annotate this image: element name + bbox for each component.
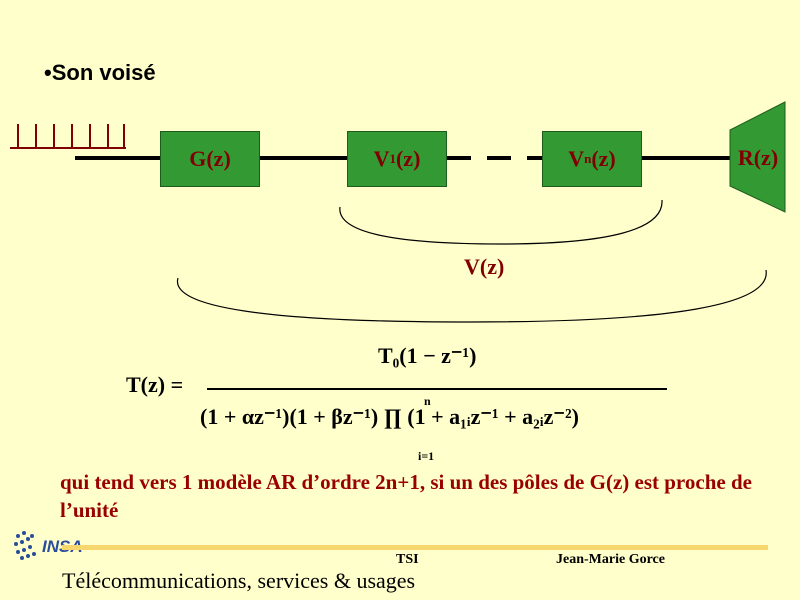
footer-course: TSI xyxy=(396,552,419,567)
v1-label-tail: (z) xyxy=(395,146,421,171)
conclusion-text: qui tend vers 1 modèle AR d’ordre 2n+1, … xyxy=(60,470,752,522)
r-label: R(z) xyxy=(737,145,779,170)
v1-label-sub: 1 xyxy=(389,151,396,166)
v-bracket-inner xyxy=(339,199,663,245)
formula-denominator: (1 + αz⁻¹)(1 + βz⁻¹) ∏ (1 + a₁ᵢz⁻¹ + a₂ᵢ… xyxy=(200,404,579,429)
footer-subtitle: Télécommunications, services & usages xyxy=(62,568,416,593)
formula-lhs: T(z) = xyxy=(126,372,184,397)
footer-rule xyxy=(62,545,768,550)
formula-numerator: T₀(1 − z⁻¹) xyxy=(378,343,477,368)
vn-label-tail: (z) xyxy=(591,146,616,171)
v-label: V(z) xyxy=(464,254,505,279)
g-label: G(z) xyxy=(189,146,231,171)
footer-author: Jean-Marie Gorce xyxy=(556,552,665,567)
product-lower-limit: i=1 xyxy=(418,449,435,463)
v1-label-main: V xyxy=(373,146,390,171)
vn-label-main: V xyxy=(568,146,585,171)
v-bracket-outer xyxy=(176,269,767,323)
block-diagram xyxy=(10,101,786,323)
product-upper-limit: n xyxy=(424,394,431,408)
g-block: G(z) xyxy=(160,131,260,187)
impulse-train-icon xyxy=(10,124,126,149)
fraction-bar xyxy=(207,388,667,390)
vn-label-sub: n xyxy=(584,151,592,166)
slide-title: •Son voisé xyxy=(44,60,156,85)
speaker-icon xyxy=(729,101,786,213)
